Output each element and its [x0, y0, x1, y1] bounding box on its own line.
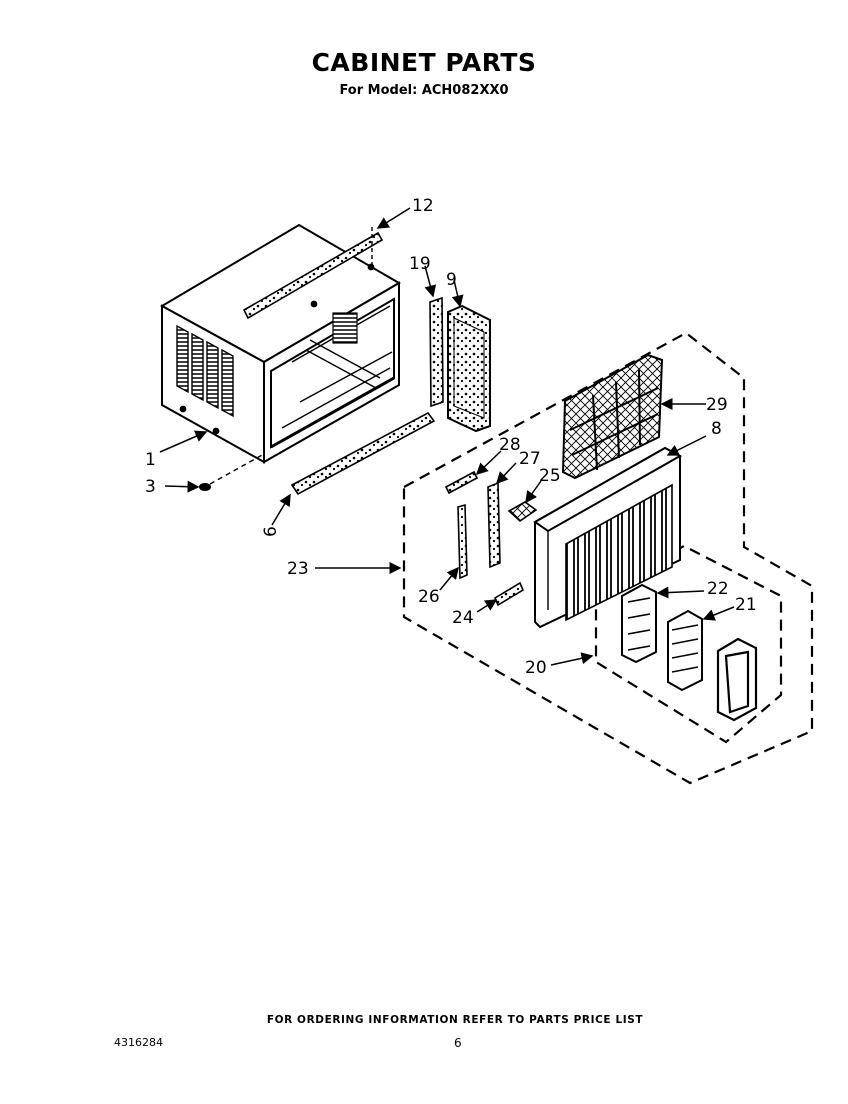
callout-6: 6 [261, 526, 281, 537]
callout-28: 28 [499, 435, 521, 455]
screw-3 [199, 453, 265, 491]
seal-26 [457, 503, 468, 580]
page-number: 6 [454, 1036, 462, 1050]
ordering-note: FOR ORDERING INFORMATION REFER TO PARTS … [266, 1014, 644, 1026]
model-subtitle: For Model: ACH082XX0 [339, 83, 509, 98]
callout-25: 25 [539, 466, 561, 486]
part-25 [507, 501, 538, 523]
seal-24 [493, 581, 525, 607]
callout-26: 26 [418, 587, 440, 607]
group-outline-20 [594, 544, 783, 744]
callout-20: 20 [525, 658, 547, 678]
callout-29: 29 [706, 395, 728, 415]
callout-12: 12 [412, 196, 434, 216]
callout-3: 3 [145, 477, 156, 497]
callout-8: 8 [711, 419, 722, 439]
louver-frame-22 [621, 583, 657, 664]
callout-24: 24 [452, 608, 474, 628]
top-seal-strip [242, 231, 384, 320]
callout-9: 9 [446, 270, 457, 290]
bottom-seal-strip [290, 411, 436, 496]
page-title: CABINET PARTS [311, 48, 537, 77]
louver-vanes-21 [667, 609, 703, 692]
callout-22: 22 [707, 579, 729, 599]
side-seal-19 [429, 296, 444, 408]
callout-27: 27 [519, 449, 541, 469]
seal-28 [444, 470, 479, 495]
seal-27 [487, 481, 501, 569]
callout-19: 19 [409, 254, 431, 274]
callout-21: 21 [735, 595, 757, 615]
group-outline-23 [402, 331, 814, 785]
document-number: 4316284 [114, 1036, 163, 1049]
callout-23: 23 [287, 559, 309, 579]
cabinet-shell [159, 223, 401, 464]
callout-1: 1 [145, 450, 156, 470]
front-grille-8 [533, 446, 683, 629]
louver-frame-20 [716, 637, 758, 722]
